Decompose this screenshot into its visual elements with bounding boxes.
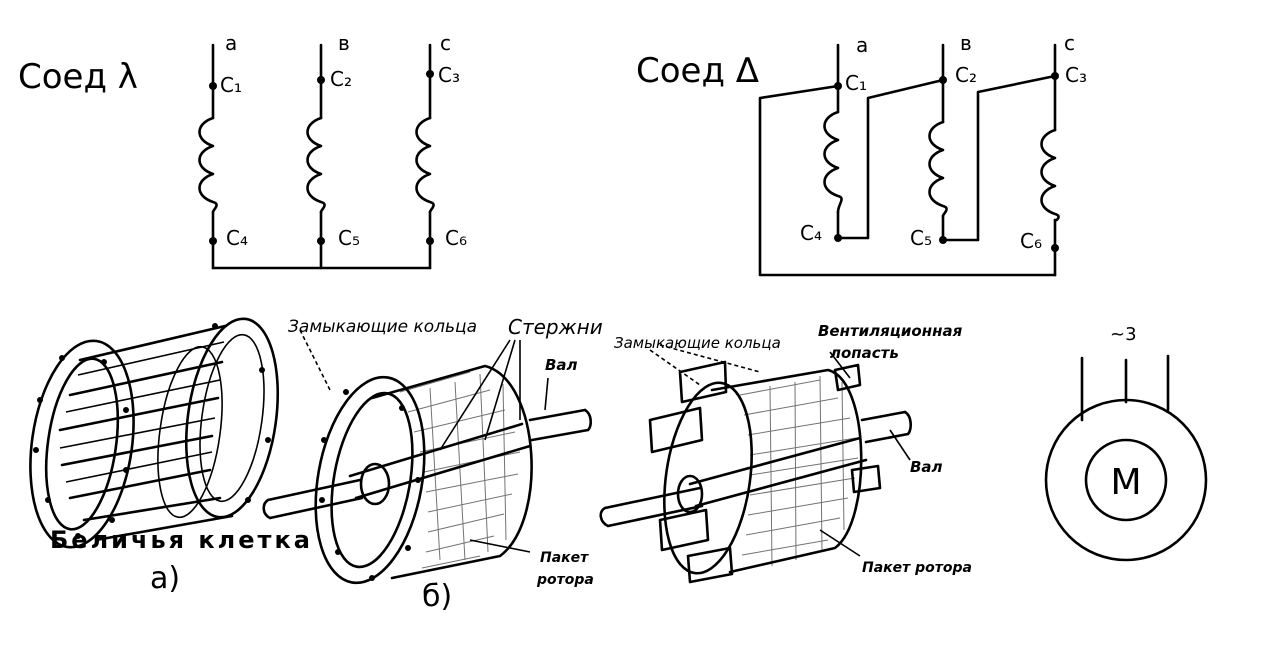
rotor2-shaft-label: Вал xyxy=(910,458,943,476)
rotor1-front-ring xyxy=(314,375,426,585)
motor-symbol-letter: M xyxy=(1110,462,1141,503)
rotor2-vanes-label-2: лопасть xyxy=(830,344,899,362)
delta-end-c4: C₄ xyxy=(800,221,822,245)
cage-back-ring xyxy=(184,317,280,519)
delta-coil-a xyxy=(823,110,843,214)
cage-label: а) xyxy=(150,561,180,596)
motor-top-label: ~3 xyxy=(1110,324,1137,345)
cage-front-ring xyxy=(29,339,135,549)
delta-title: Соед Δ xyxy=(636,51,759,91)
star-coil-c xyxy=(415,116,435,214)
star-connection: Соед λ a C₁ C₄ в C₂ C₅ с C₃ xyxy=(18,31,467,270)
rotor1-core-label-2: ротора xyxy=(536,572,594,588)
delta-link-1 xyxy=(836,78,945,240)
rotor2-core xyxy=(710,368,863,574)
delta-link-2 xyxy=(941,74,1057,242)
star-start-c3: C₃ xyxy=(438,63,460,87)
rotor2-vanes-label-1: Вентиляционная xyxy=(818,322,963,340)
rotor1-core-label-1: Пакет xyxy=(540,550,589,566)
star-winding-b: в C₂ C₅ xyxy=(306,31,360,270)
delta-phase-a: a xyxy=(856,33,868,57)
delta-link-3 xyxy=(758,84,1057,277)
star-phase-b: в xyxy=(338,31,350,55)
motor-symbol: ~3 M xyxy=(1044,324,1208,562)
cage-bars xyxy=(58,324,234,542)
star-coil-b xyxy=(306,116,326,214)
rotor2-vanes xyxy=(648,360,882,584)
cage-caption: Беличья клетка xyxy=(50,526,313,554)
rotor1-bars-label: Стержни xyxy=(508,315,603,339)
rotor1-label: б) xyxy=(422,579,452,614)
rotor1-hub xyxy=(359,462,391,506)
motor-outer-circle xyxy=(1044,398,1208,562)
star-end-c4: C₄ xyxy=(226,226,248,250)
star-start-c1: C₁ xyxy=(220,73,242,97)
star-title: Соед λ xyxy=(18,57,138,97)
delta-end-c5: C₅ xyxy=(910,226,932,250)
rotor2-rings-label: Замыкающие кольца xyxy=(614,334,781,352)
squirrel-cage: Беличья клетка а) xyxy=(29,317,313,596)
delta-coil-c xyxy=(1040,128,1060,222)
rotor2-shaft xyxy=(599,486,704,528)
star-end-c5: C₅ xyxy=(338,226,360,250)
delta-end-c6: C₆ xyxy=(1020,229,1042,253)
rotor1-core xyxy=(370,364,533,580)
star-end-c6: C₆ xyxy=(445,226,467,250)
rotor1-shaft xyxy=(262,478,364,520)
rotor-assembly-1: Замыкающие кольца Стержни Вал Пакет рото… xyxy=(262,315,603,614)
rotor2-core-label: Пакет ротора xyxy=(862,560,972,576)
star-winding-a: a C₁ C₄ xyxy=(198,31,248,270)
delta-start-c1: C₁ xyxy=(845,71,867,95)
motor-inner-circle xyxy=(1084,438,1168,522)
star-start-c2: C₂ xyxy=(330,67,352,91)
delta-phase-b: в xyxy=(960,31,972,55)
rotor1-rings-label: Замыкающие кольца xyxy=(288,317,477,337)
rotor-assembly-2: Замыкающие кольца Вентиляционная лопасть… xyxy=(599,322,972,584)
delta-start-c2: C₂ xyxy=(955,63,977,87)
rotor1-shaft-label: Вал xyxy=(545,356,578,374)
delta-coil-b xyxy=(928,120,948,218)
star-winding-c: с C₃ C₆ xyxy=(415,31,467,270)
motor-terminals xyxy=(1080,354,1170,422)
star-phase-c: с xyxy=(440,31,451,55)
rotor2-front-ring xyxy=(663,381,753,575)
star-phase-a: a xyxy=(225,31,237,55)
delta-connection: Соед Δ a в с C₁ C₂ C₃ C₄ C₅ C₆ xyxy=(636,31,1087,277)
star-coil-a xyxy=(198,116,218,214)
delta-start-c3: C₃ xyxy=(1065,63,1087,87)
delta-phase-c: с xyxy=(1064,31,1075,55)
rotor2-hub xyxy=(676,474,704,514)
